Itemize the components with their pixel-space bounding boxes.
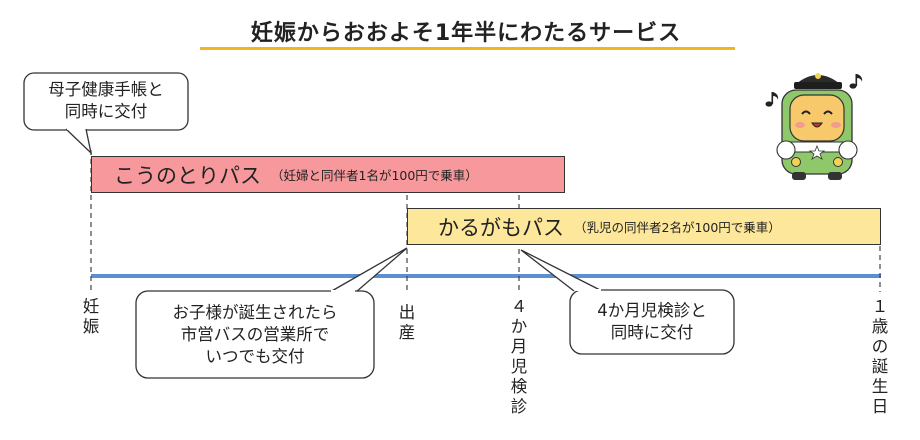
page-title: 妊娠からおおよそ1年半にわたるサービス [250, 21, 682, 46]
duck-pass-note: （乳児の同伴者2名が100円で乗車） [574, 220, 781, 235]
label-char: 生 [871, 377, 889, 396]
stork-pass-name: こうのとりパス [114, 163, 261, 188]
label-char: 誕 [871, 357, 889, 376]
label-birth: 出 産 [396, 303, 418, 343]
duck-pass-name: かるがもパス [438, 215, 564, 240]
callout-birth-line: 市営バスの営業所で [180, 325, 330, 344]
music-note-icon [765, 74, 863, 107]
label-char: 出 [398, 303, 416, 322]
callout-checkup-bubble [520, 249, 735, 355]
label-char: 児 [510, 357, 528, 376]
callout-checkup-line: 4か月児検診と [597, 301, 707, 320]
label-char: の [871, 337, 889, 356]
callout-handbook-line: 同時に交付 [64, 102, 148, 121]
label-four-month-checkup: ４ か 月 児 検 診 [508, 297, 530, 417]
label-first-birthday: １ 歳 の 誕 生 日 [869, 297, 891, 417]
callout-birth-line: お子様が誕生されたら [172, 303, 338, 322]
title-underline [200, 47, 735, 50]
stork-pass-note: （妊婦と同伴者1名が100円で乗車） [271, 168, 478, 183]
label-char: 日 [871, 397, 889, 416]
bus-mascot-icon [765, 73, 863, 180]
callout-birth-line: いつでも交付 [205, 347, 305, 366]
callout-handbook-text: 母子健康手帳と 同時に交付 [24, 79, 188, 123]
label-char: １ [871, 297, 889, 316]
callout-handbook-bubble [23, 72, 189, 155]
stork-pass-bar: こうのとりパス （妊婦と同伴者1名が100円で乗車） [91, 156, 565, 193]
label-char: 妊 [82, 297, 100, 316]
callout-birth-bubble [135, 247, 408, 379]
label-pregnancy: 妊 娠 [80, 297, 102, 337]
label-char: 歳 [871, 317, 889, 336]
label-char: ４ [510, 297, 528, 316]
callout-birth-text: お子様が誕生されたら 市営バスの営業所で いつでも交付 [136, 302, 374, 368]
label-char: 検 [510, 377, 528, 396]
label-char: 診 [510, 397, 528, 416]
duck-pass-bar: かるがもパス （乳児の同伴者2名が100円で乗車） [407, 208, 881, 245]
label-char: 娠 [82, 317, 100, 336]
label-char: 月 [510, 337, 528, 356]
callout-handbook-line: 母子健康手帳と [48, 80, 164, 99]
label-char: か [510, 317, 528, 336]
label-char: 産 [398, 323, 416, 342]
callout-checkup-line: 同時に交付 [610, 323, 694, 342]
callout-checkup-text: 4か月児検診と 同時に交付 [570, 300, 734, 344]
